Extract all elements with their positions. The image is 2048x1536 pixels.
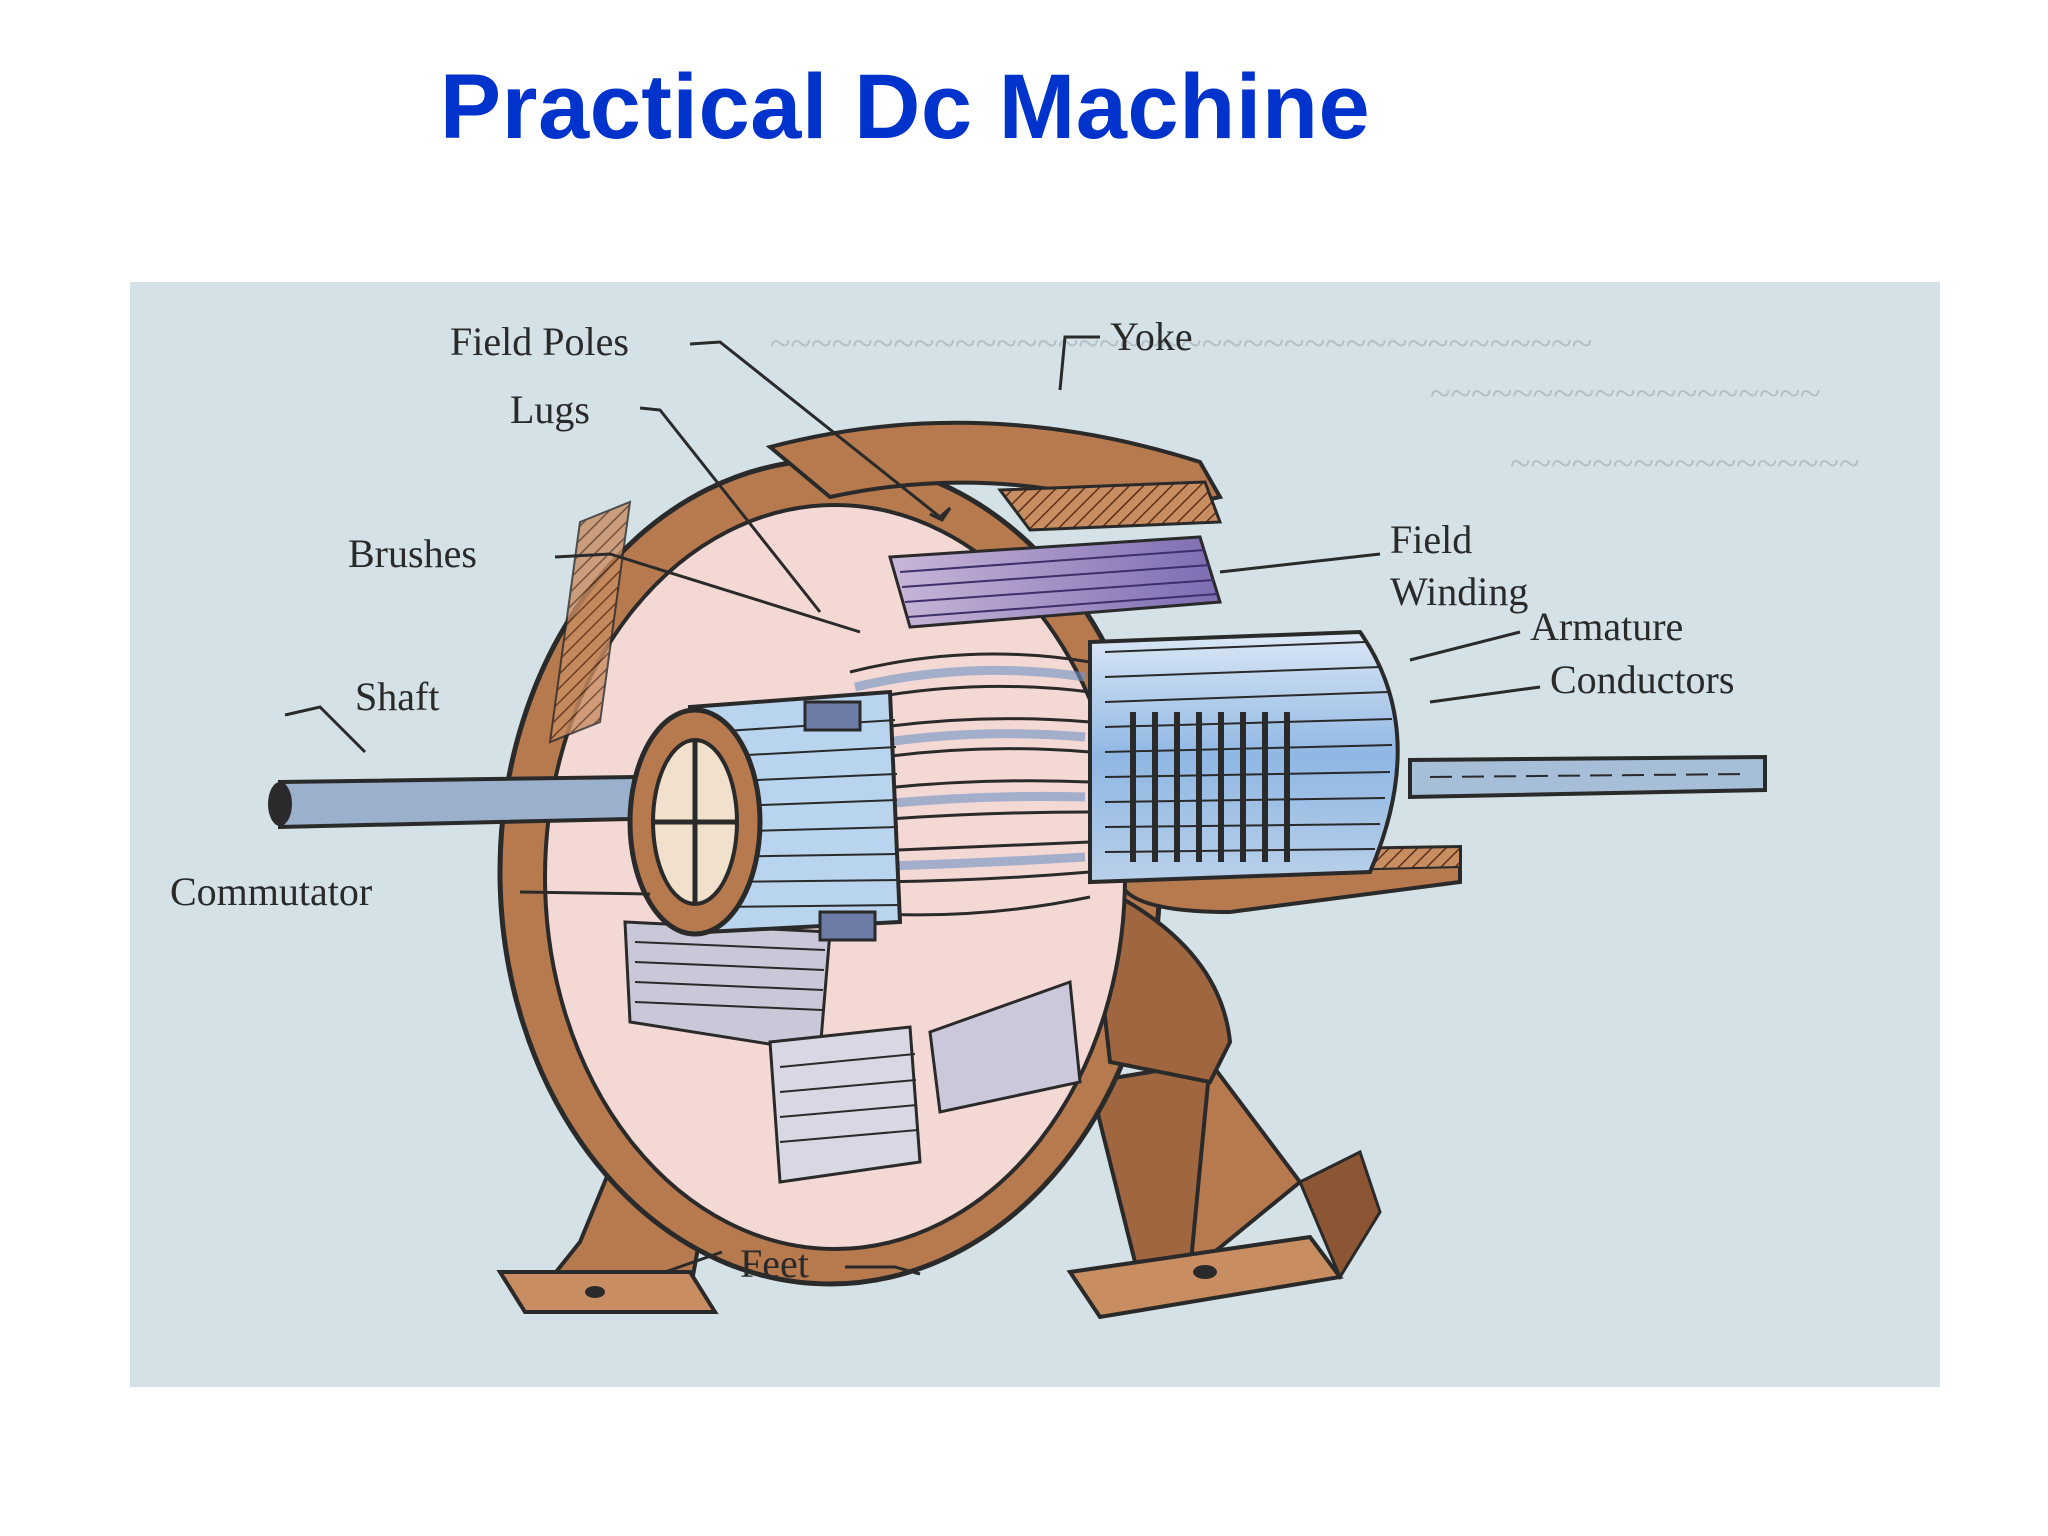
dc-machine-diagram: ~~~~~~~~~~~~~~~~~~~~~~~~~~~~~~~~~~~~~~~~…: [130, 282, 1940, 1387]
field-pole-bottom: [623, 920, 1082, 1184]
bleed-through-text: ~~~~~~~~~~~~~~~~~~~: [1430, 373, 1821, 415]
bleed-through-text: ~~~~~~~~~~~~~~~~~~~~~~~~~~~~~~~~~~~~~~~~: [770, 323, 1593, 365]
commutator-group: [627, 689, 903, 942]
bleed-through-text: ~~~~~~~~~~~~~~~~~: [1510, 443, 1860, 485]
label-shaft: Shaft: [355, 674, 440, 719]
slide-title: Practical Dc Machine: [439, 56, 1371, 158]
label-field-winding-line1: Field: [1390, 517, 1473, 562]
label-lugs: Lugs: [510, 387, 590, 432]
label-commutator: Commutator: [170, 869, 373, 914]
label-armature-line2: Conductors: [1550, 657, 1735, 702]
label-armature-line1: Armature: [1530, 604, 1684, 649]
machine-drawing: [268, 335, 1767, 1320]
label-brushes: Brushes: [348, 531, 477, 576]
leader-lines: [284, 335, 1541, 1276]
label-yoke: Yoke: [1110, 314, 1193, 359]
label-feet: Feet: [740, 1241, 809, 1286]
field-pole-top: [888, 535, 1222, 629]
label-field-winding-line2: Winding: [1390, 569, 1529, 614]
label-field-poles: Field Poles: [450, 319, 629, 364]
